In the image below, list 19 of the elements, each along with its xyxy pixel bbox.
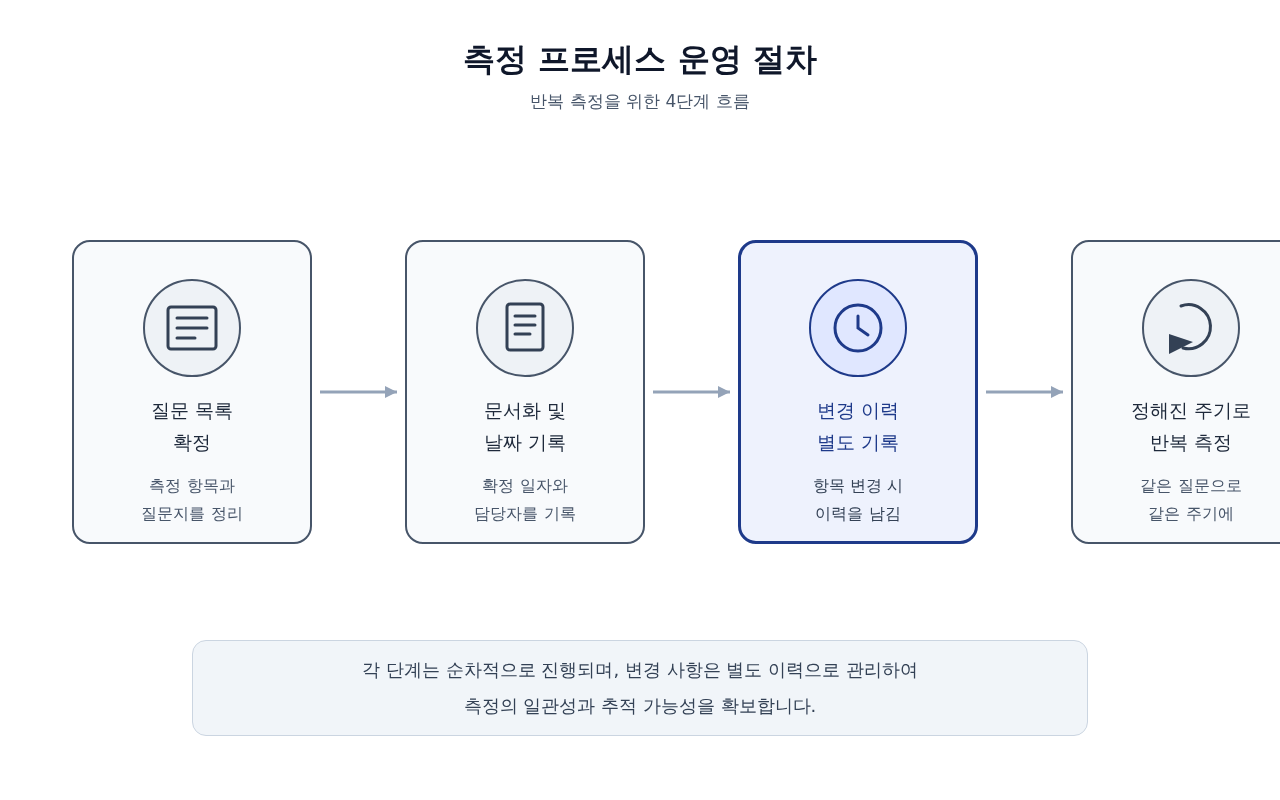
step-title: 문서화 및 날짜 기록 [482,398,567,455]
step-card [405,240,645,544]
note-text: 각 단계는 순차적으로 진행되며, 변경 사항은 별도 이력으로 관리하여 측정의 일관성과 추적 가능성을 확보합니다. [361,658,919,718]
step-card [738,240,978,544]
arrow [653,386,730,398]
step-description: 확정 일자와 담당자를 기록 [473,475,577,525]
diagram-title: 측정 프로세스 운영 절차 [462,39,818,80]
step-description: 측정 항목과 질문지를 정리 [140,475,244,525]
step-description: 같은 질문으로 같은 주기에 [1139,475,1243,525]
step-card [1071,240,1280,544]
step-title: 질문 목록 확정 [149,398,234,455]
step-title: 변경 이력 별도 기록 [815,398,900,455]
step-description: 항목 변경 시 이력을 남김 [811,475,905,525]
arrow [320,386,397,398]
step-title: 정해진 주기로 반복 측정 [1130,398,1252,455]
arrow [986,386,1063,398]
diagram-subtitle: 반복 측정을 위한 4단계 흐름 [529,90,751,113]
note-box [192,640,1088,736]
step-card [72,240,312,544]
